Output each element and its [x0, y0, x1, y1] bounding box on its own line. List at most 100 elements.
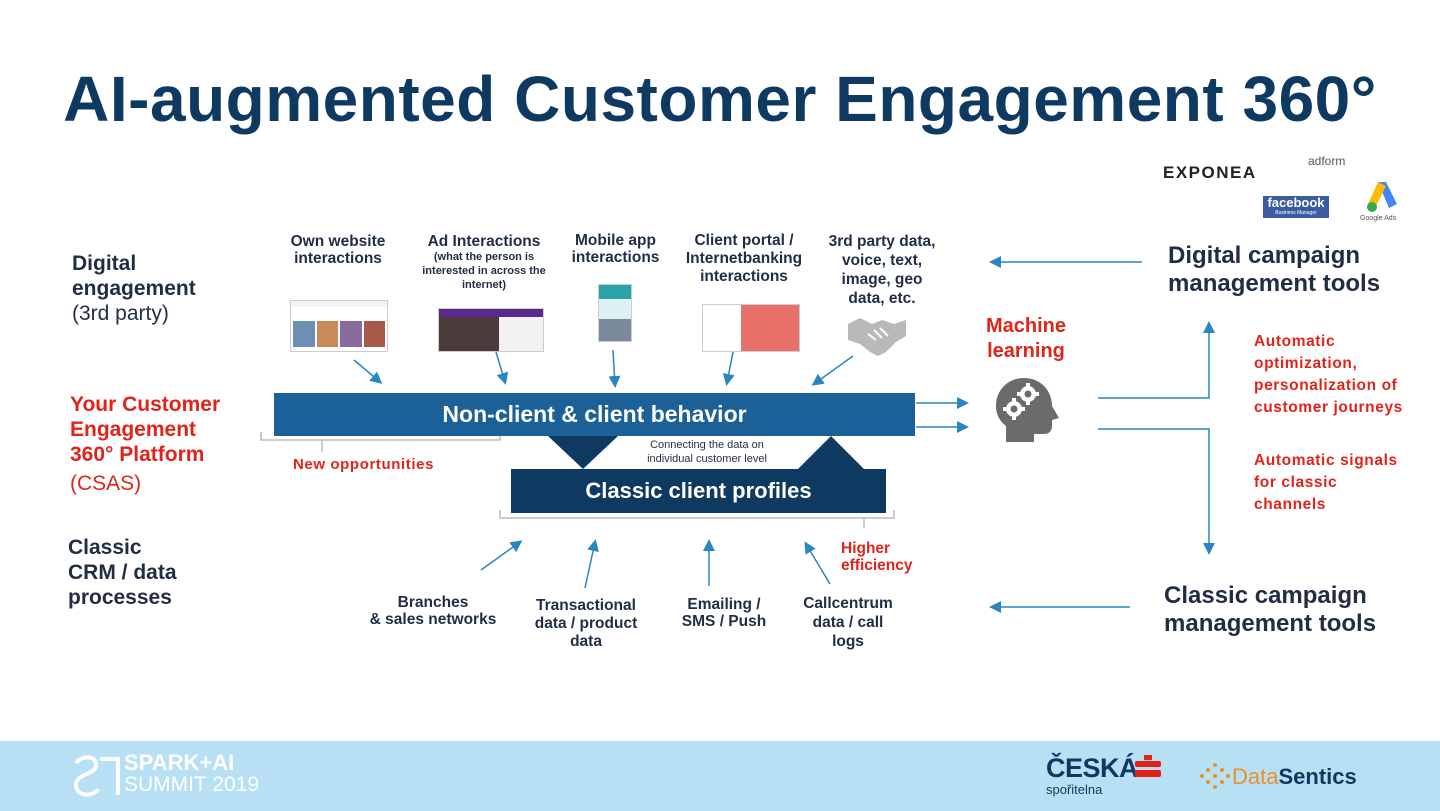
arrow-website — [353, 359, 383, 384]
machine-learning-label: Machine learning — [966, 314, 1086, 364]
facebook-logo-text: facebook — [1267, 195, 1325, 210]
facebook-logo: facebook Business Manager — [1263, 196, 1329, 218]
source-label: data / product data — [534, 615, 638, 650]
auto-sig-line1: Automatic signals — [1254, 452, 1398, 469]
source-label: Internetbanking interactions — [685, 250, 803, 285]
classic-crm-label: Classic CRM / data processes — [68, 535, 177, 610]
digital-engagement-line2: engagement — [72, 277, 196, 300]
mobile-thumbnail — [598, 284, 632, 342]
higher-line1: Higher — [841, 540, 891, 557]
source-own-website: Own website interactions — [283, 233, 393, 267]
source-emailing: Emailing / SMS / Push — [672, 596, 776, 630]
spark-summit-logo: SPARK+AI SUMMIT 2019 — [124, 752, 259, 796]
source-client-portal: Client portal / Internetbanking interact… — [680, 232, 808, 286]
source-label: Mobile app — [575, 232, 656, 249]
digital-tools-label: Digital campaign management tools — [1168, 242, 1380, 298]
higher-efficiency-label: Higher efficiency — [841, 540, 913, 574]
datasentics-a: Data — [1232, 764, 1279, 789]
ceska-line1: ČESKÁ — [1046, 753, 1139, 783]
arrow-callcentrum — [804, 541, 831, 585]
ml-line2: learning — [987, 340, 1065, 362]
connecting-line1: Connecting the data on — [650, 439, 764, 451]
platform-label: Your Customer Engagement 360° Platform (… — [70, 392, 220, 496]
source-callcentrum: Callcentrum data / call logs — [796, 594, 900, 651]
spark-summit-icon — [73, 755, 120, 797]
auto-sig-line3: channels — [1254, 496, 1326, 513]
source-label: Ad Interactions — [427, 233, 541, 250]
auto-sig-line2: for classic — [1254, 474, 1338, 491]
arrow-mobile — [608, 349, 621, 388]
source-label: Client portal / — [694, 232, 794, 249]
exponea-logo: EXPONEA — [1163, 163, 1257, 182]
arrow-up-digital — [1098, 321, 1215, 399]
source-third-party: 3rd party data, voice, text, image, geo … — [822, 232, 942, 308]
auto-optimization-label: Automatic optimization, personalization … — [1254, 331, 1403, 419]
arrow-down-classic — [1098, 428, 1215, 555]
digital-engagement-sub: (3rd party) — [72, 302, 169, 325]
ml-line1: Machine — [985, 315, 1067, 337]
portal-thumbnail — [702, 304, 800, 352]
ceska-sporitelna-icon — [1135, 755, 1161, 777]
connecting-line2: individual customer level — [647, 453, 767, 465]
behavior-bar: Non-client & client behavior — [274, 393, 915, 436]
platform-line3: 360° Platform — [70, 443, 205, 466]
source-label: Callcentrum — [803, 595, 893, 612]
arrow-transactional — [584, 539, 599, 589]
classic-tools-label: Classic campaign management tools — [1164, 582, 1376, 638]
digital-engagement-line1: Digital — [72, 252, 137, 275]
source-label: interactions — [294, 250, 382, 267]
source-label: voice, text, image, geo data, etc. — [841, 252, 923, 307]
spark-line1: SPARK+AI — [124, 750, 235, 775]
source-ad-interactions: Ad Interactions (what the person is inte… — [420, 233, 548, 292]
source-label: & sales networks — [369, 611, 497, 628]
digital-engagement-label: Digital engagement (3rd party) — [72, 251, 196, 326]
bracket-higher-efficiency — [499, 510, 895, 519]
classic-line3: processes — [68, 586, 172, 609]
source-label: Emailing / — [687, 596, 761, 613]
classic-line1: Classic — [68, 536, 142, 559]
google-ads-icon — [1367, 182, 1397, 212]
bracket-new-opportunities — [260, 432, 501, 441]
higher-line2: efficiency — [841, 557, 913, 574]
website-thumbnail — [290, 300, 388, 352]
datasentics-b: Sentics — [1278, 764, 1357, 789]
platform-line2: Engagement — [70, 418, 197, 441]
ad-thumbnail — [438, 308, 544, 352]
google-ads-label: Google Ads — [1360, 215, 1397, 222]
auto-opt-line4: customer journeys — [1254, 399, 1403, 416]
source-label: data / call logs — [812, 614, 884, 650]
source-label: Own website — [290, 233, 386, 250]
slide-title: AI-augmented Customer Engagement 360° — [63, 63, 1377, 135]
ceska-line2: spořitelna — [1046, 782, 1103, 797]
auto-opt-line2: optimization, — [1254, 355, 1358, 372]
datasentics-icon — [1200, 763, 1230, 789]
platform-sub: (CSAS) — [70, 472, 142, 495]
source-mobile-app: Mobile app interactions — [563, 232, 668, 266]
brain-gears-icon — [996, 378, 1059, 442]
arrow-third-party — [811, 355, 854, 386]
facebook-logo-sub: Business Manager — [1275, 210, 1317, 216]
auto-opt-line3: personalization of — [1254, 377, 1398, 394]
source-transactional: Transactional data / product data — [530, 597, 642, 651]
classic-tools-line2: management tools — [1164, 610, 1377, 637]
source-label: SMS / Push — [681, 613, 767, 630]
profiles-bar: Classic client profiles — [511, 469, 886, 513]
ceska-sporitelna-logo: ČESKÁ spořitelna — [1046, 753, 1139, 797]
digital-tools-line1: Digital campaign — [1168, 242, 1361, 269]
platform-line1: Your Customer — [70, 393, 221, 416]
connector-triangle-left — [548, 436, 618, 469]
auto-signals-label: Automatic signals for classic channels — [1254, 450, 1398, 516]
handshake-icon — [848, 318, 906, 356]
source-label: Branches — [397, 594, 469, 611]
spark-line2: SUMMIT 2019 — [124, 773, 259, 796]
source-label: Transactional — [536, 597, 636, 614]
arrow-ads — [495, 351, 509, 385]
classic-tools-line1: Classic campaign — [1164, 582, 1367, 609]
datasentics-logo: DataSentics — [1232, 764, 1357, 790]
arrow-branches — [480, 540, 523, 571]
digital-tools-line2: management tools — [1168, 270, 1381, 297]
source-label: 3rd party data, — [828, 233, 936, 250]
connecting-note: Connecting the data on individual custom… — [630, 438, 784, 466]
connector-triangle-right — [798, 436, 864, 469]
